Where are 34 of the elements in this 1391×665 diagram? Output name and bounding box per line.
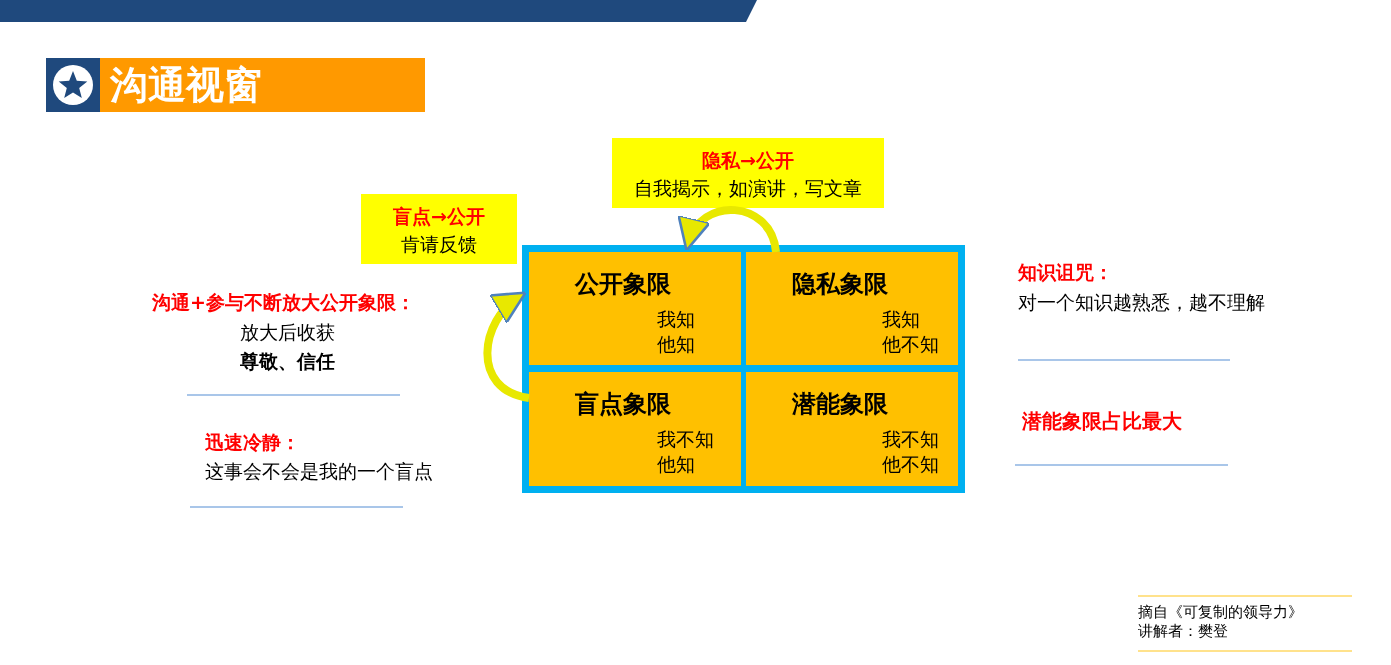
callout-text: 自我揭示，如演讲，写文章	[633, 176, 863, 201]
quadrant-title: 公开象限	[575, 269, 671, 300]
quadrant-title: 盲点象限	[575, 389, 671, 420]
note-text: 这事会不会是我的一个盲点	[205, 459, 433, 484]
quadrant-grid	[522, 245, 965, 493]
quadrant-note: 我知	[882, 307, 920, 332]
callout-box	[612, 138, 884, 208]
quadrant-note: 他不知	[882, 332, 939, 357]
quadrant-note: 我知	[657, 307, 695, 332]
quadrant-box	[529, 372, 741, 486]
quadrant-note: 他知	[657, 332, 695, 357]
callout-text: 肯请反馈	[400, 232, 478, 257]
callout-heading: 盲点→公开	[392, 204, 486, 229]
note-heading: 潜能象限占比最大	[1022, 408, 1182, 435]
source-note: 摘自《可复制的领导力》	[1138, 603, 1303, 622]
quadrant-box	[746, 252, 958, 365]
quadrant-box	[529, 252, 741, 365]
quadrant-title: 潜能象限	[792, 389, 888, 420]
title-banner: 沟通视窗	[100, 58, 425, 112]
note-text: 放大后收获	[240, 320, 335, 345]
note-heading: 迅速冷静：	[205, 430, 300, 455]
callout-heading: 隐私→公开	[701, 148, 795, 173]
quadrant-title: 隐私象限	[792, 269, 888, 300]
note-heading: 知识诅咒：	[1018, 260, 1113, 285]
note-heading: 沟通+参与不断放大公开象限：	[152, 290, 415, 315]
quadrant-note: 他不知	[882, 452, 939, 477]
quadrant-note: 我不知	[657, 427, 714, 452]
note-text: 对一个知识越熟悉，越不理解	[1018, 290, 1265, 315]
quadrant-note: 我不知	[882, 427, 939, 452]
quadrant-note: 他知	[657, 452, 695, 477]
source-note: 讲解者：樊登	[1138, 622, 1228, 641]
quadrant-box	[746, 372, 958, 486]
note-text: 尊敬、信任	[240, 349, 335, 374]
callout-box	[361, 194, 517, 264]
